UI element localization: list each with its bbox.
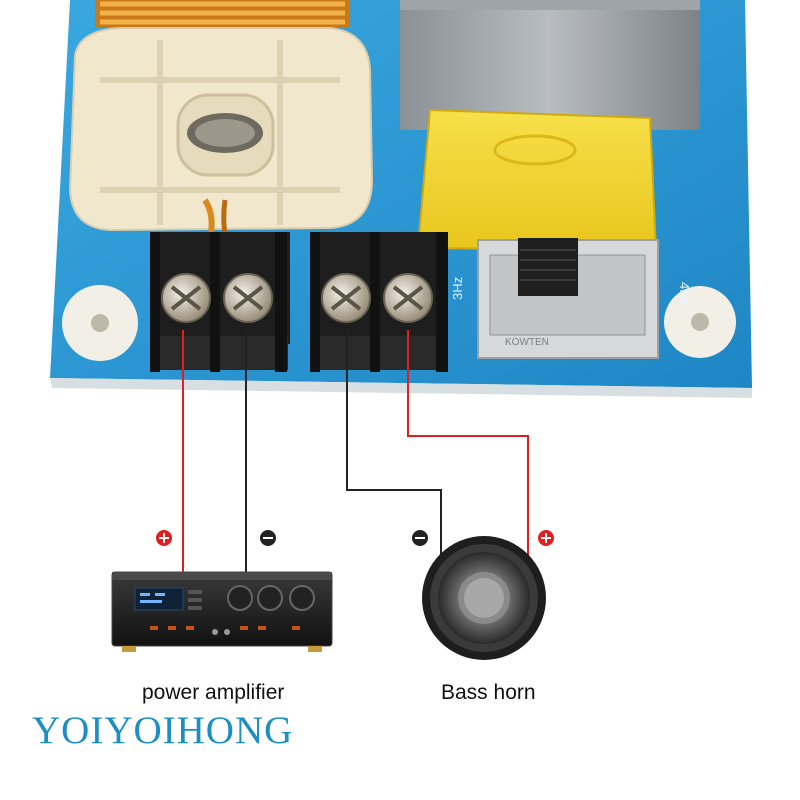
freq-label-right: 4Hz	[677, 282, 692, 305]
minus-icon	[412, 530, 428, 546]
plus-icon	[538, 530, 554, 546]
metal-component	[400, 0, 700, 130]
screw-horn-negative[interactable]	[321, 273, 371, 323]
wire-horn-negative	[346, 330, 442, 556]
power-amplifier-label: power amplifier	[142, 681, 285, 704]
power-amplifier-image	[111, 571, 333, 652]
switch-marking: KOWTEN	[505, 337, 549, 348]
switch-knob	[518, 238, 578, 296]
bass-speaker-image	[422, 536, 546, 660]
wire-horn-positive	[407, 330, 529, 556]
mount-hole-left	[62, 285, 138, 361]
bass-horn-label: Bass horn	[441, 681, 536, 704]
yellow-capacitor	[416, 108, 658, 252]
slide-switch[interactable]: KOWTEN	[477, 238, 659, 359]
wires	[182, 330, 529, 575]
minus-icon	[260, 530, 276, 546]
inductor-coil	[68, 0, 374, 241]
screw-amp-negative[interactable]	[223, 273, 273, 323]
plus-icon	[156, 530, 172, 546]
screw-horn-positive[interactable]	[383, 273, 433, 323]
mount-hole-right	[664, 286, 736, 358]
freq-label-left: 3Hz	[450, 277, 465, 300]
watermark: YOIYOIHONG	[32, 709, 294, 752]
screw-amp-positive[interactable]	[161, 273, 211, 323]
